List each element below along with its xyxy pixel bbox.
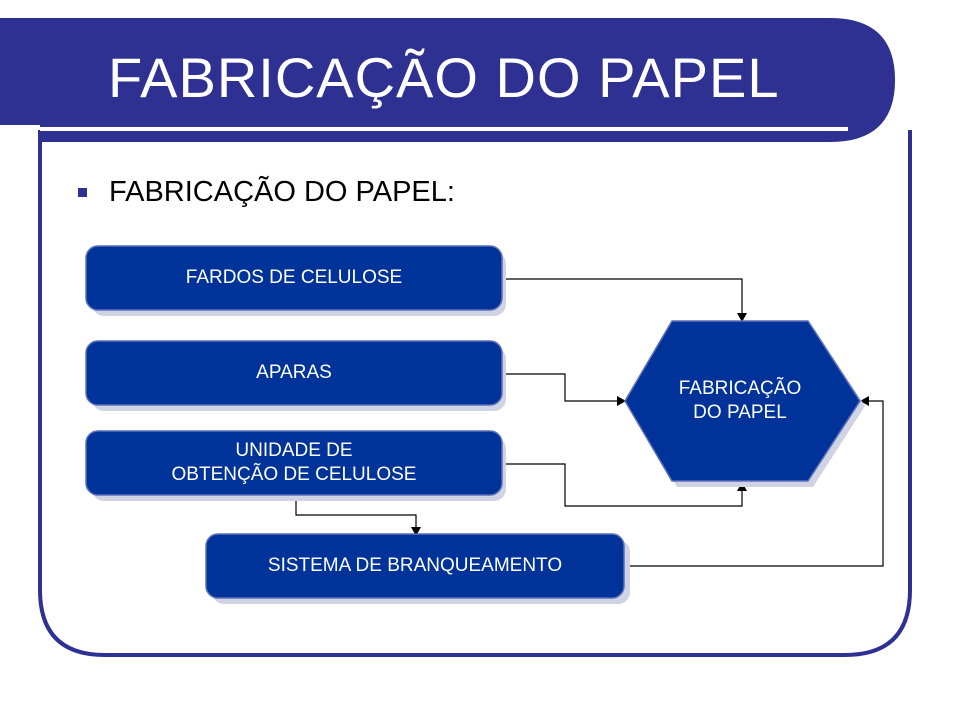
arrowhead-fabricacao-right (860, 396, 869, 406)
title-underline (40, 127, 848, 131)
page-title: FABRICAÇÃO DO PAPEL (108, 46, 780, 109)
frame-outline (38, 130, 912, 657)
node-fabricacao-label: FABRICAÇÃO DO PAPEL (678, 378, 802, 423)
connector-unidade-branqueamento (295, 497, 417, 528)
bullet-text: FABRICAÇÃO DO PAPEL: (109, 175, 455, 208)
node-unidade-label: UNIDADE DE OBTENÇÃO DE CELULOSE (171, 440, 417, 485)
node-fardos-box (85, 245, 503, 311)
connector-unidade (502, 463, 743, 507)
connector-fardos (502, 278, 743, 314)
arrowhead-fardos (737, 313, 747, 322)
arrowhead-branqueamento (411, 527, 421, 536)
connector-branqueamento (624, 400, 884, 567)
title-bar (0, 18, 895, 142)
connector-aparas (502, 373, 618, 402)
connectors (295, 278, 884, 567)
node-branqueamento-label: SISTEMA DE BRANQUEAMENTO (267, 555, 563, 576)
node-aparas-box (85, 340, 503, 406)
node-branqueamento-box (205, 533, 625, 599)
arrowhead-aparas (617, 396, 626, 406)
bullet-item: FABRICAÇÃO DO PAPEL: (78, 172, 455, 212)
node-fardos-label: FARDOS DE CELULOSE (185, 267, 403, 288)
square-bullet-icon (78, 187, 87, 197)
node-aparas-label: APARAS (256, 362, 332, 383)
node-fabricacao-hexagon (624, 320, 861, 482)
node-unidade-box (85, 430, 503, 496)
